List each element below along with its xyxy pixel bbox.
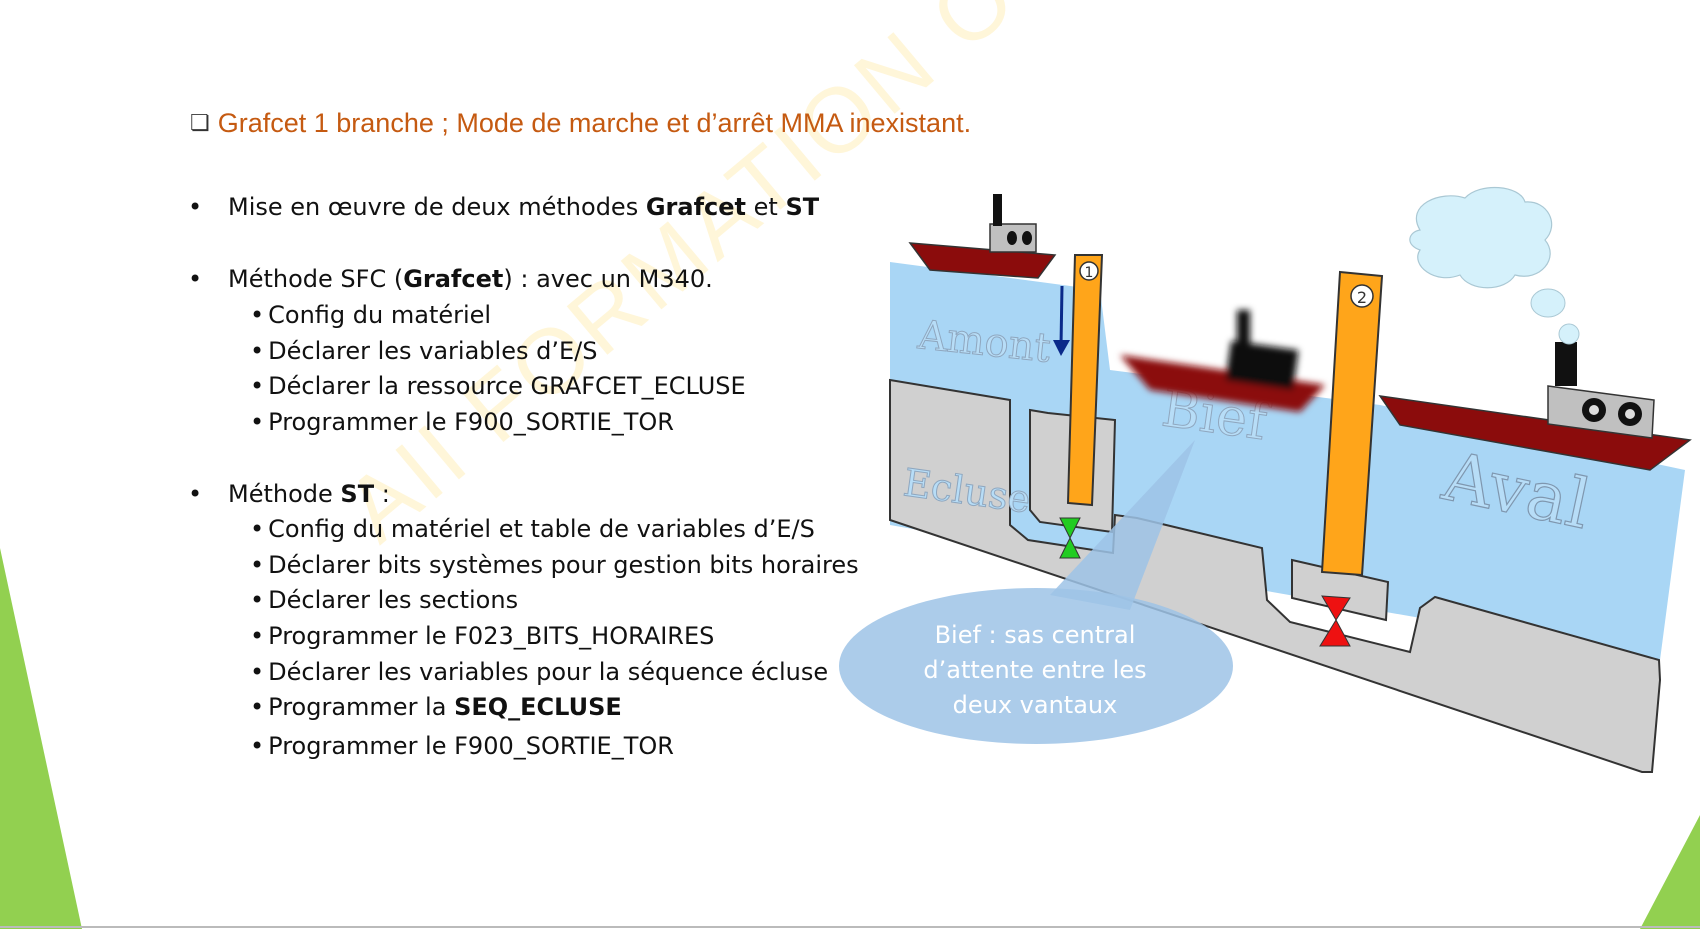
st-sub-item: •Programmer le F023_BITS_HORAIRES <box>250 622 715 650</box>
bullet-text: Méthode SFC (Grafcet) : avec un M340. <box>228 265 713 293</box>
boat-moving <box>1120 310 1325 412</box>
arrow-head <box>1053 340 1070 356</box>
st-sub-item: •Déclarer bits systèmes pour gestion bit… <box>250 551 859 579</box>
porthole-inner <box>1625 409 1635 419</box>
valve-open-icon <box>1059 517 1081 540</box>
label-ecluse: Ecluse <box>901 460 1034 521</box>
porthole-inner <box>1589 405 1599 415</box>
smoke-cloud <box>1409 186 1553 289</box>
boat-hull <box>1120 355 1325 412</box>
gate-2-number: 2 <box>1357 288 1367 307</box>
boat-chimney <box>993 194 1002 226</box>
smoke-puff <box>1558 323 1580 345</box>
arrow-down-icon <box>1059 285 1064 347</box>
green-corner-left <box>0 548 82 929</box>
slide-title: ❏ Grafcet 1 branche ; Mode de marche et d… <box>190 108 971 139</box>
bullet-dot: • <box>188 480 203 508</box>
sfc-sub-item: •Programmer le F900_SORTIE_TOR <box>250 408 674 436</box>
gate-2 <box>1320 270 1384 577</box>
st-sub-item: •Programmer la SEQ_ECLUSE <box>250 693 622 721</box>
boat-downstream <box>1378 186 1692 471</box>
info-bubble <box>839 588 1233 744</box>
bubble-line: d’attente entre les <box>923 656 1147 684</box>
bubble-text: Bief : sas central d’attente entre les d… <box>880 618 1190 723</box>
bullet-dot: • <box>188 265 203 293</box>
boat-upstream <box>908 194 1057 279</box>
sfc-sub-item: •Déclarer la ressource GRAFCET_ECLUSE <box>250 372 746 400</box>
porthole <box>1007 231 1017 245</box>
boat-chimney <box>1555 342 1577 386</box>
gate-2-marker <box>1350 284 1374 308</box>
gate-1-marker <box>1079 261 1099 281</box>
gate-1-number: 1 <box>1085 265 1094 281</box>
bullet-text: Méthode ST : <box>228 480 390 508</box>
valve-closed-icon <box>1321 595 1351 621</box>
st-sub-item: •Déclarer les variables pour la séquence… <box>250 658 829 686</box>
st-sub-item: •Déclarer les sections <box>250 586 519 614</box>
boat-cabin <box>1225 340 1299 390</box>
title-text: Grafcet 1 branche ; Mode de marche et d’… <box>217 108 972 138</box>
green-corner-right <box>1640 815 1700 929</box>
porthole <box>1022 231 1032 245</box>
bubble-pointer <box>1050 440 1195 610</box>
valve-closed-icon <box>1319 618 1351 647</box>
sfc-sub-item: •Config du matériel <box>250 301 492 329</box>
bubble-line: deux vantaux <box>952 691 1118 719</box>
st-sub-item: •Programmer le F900_SORTIE_TOR <box>250 732 674 760</box>
valve-open-icon <box>1059 536 1081 559</box>
gate-1 <box>1066 254 1104 507</box>
bullet-dot: • <box>188 193 203 221</box>
sfc-sub-item: •Déclarer les variables d’E/S <box>250 337 598 365</box>
ground <box>889 378 1662 773</box>
smoke-puff <box>1530 288 1566 318</box>
checkbox-bullet-icon: ❏ <box>190 110 210 135</box>
bubble-line: Bief : sas central <box>934 621 1136 649</box>
boat-chimney <box>1237 310 1250 352</box>
st-sub-item: •Config du matériel et table de variable… <box>250 515 815 543</box>
bullet-text: Mise en œuvre de deux méthodes Grafcet e… <box>228 193 820 221</box>
